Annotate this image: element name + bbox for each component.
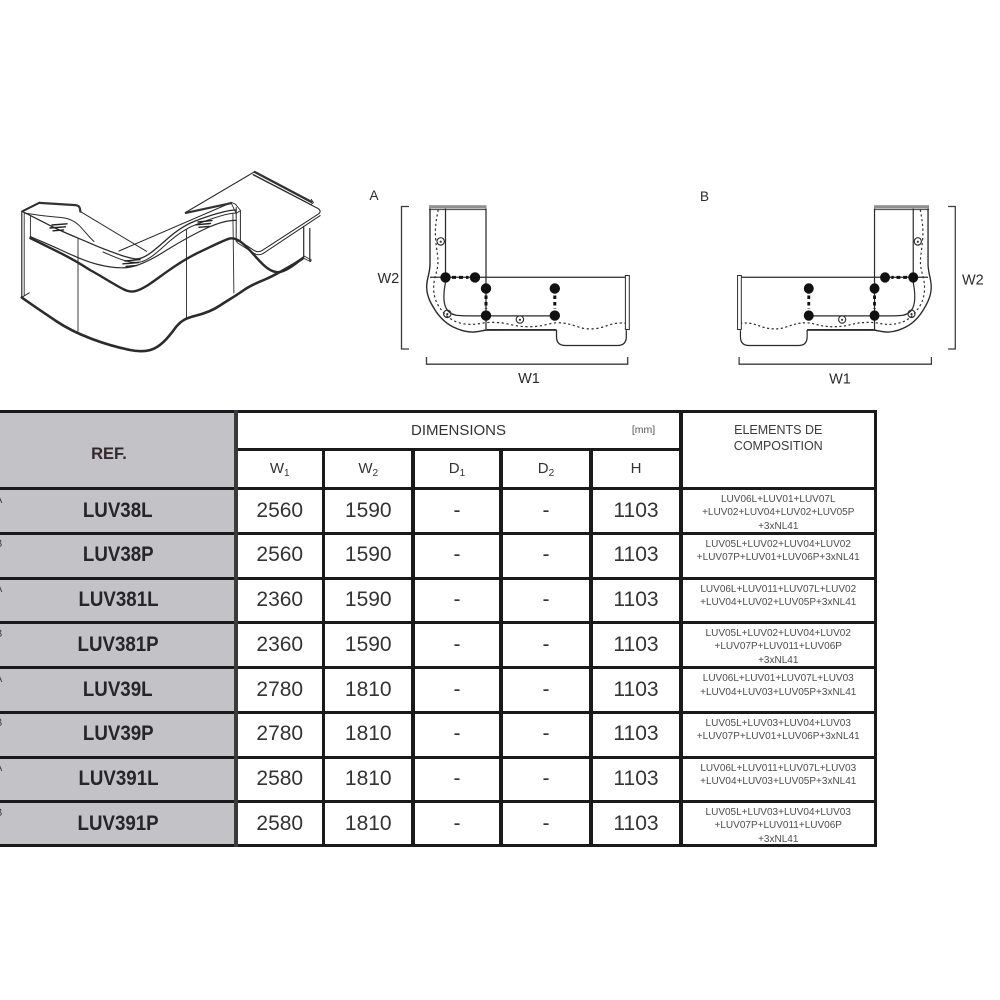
svg-text:W2: W2: [378, 271, 400, 287]
svg-text:W2: W2: [962, 273, 984, 289]
svg-text:W1: W1: [829, 372, 851, 388]
svg-text:A: A: [370, 188, 379, 203]
svg-text:W1: W1: [518, 371, 540, 387]
svg-text:B: B: [700, 189, 709, 204]
